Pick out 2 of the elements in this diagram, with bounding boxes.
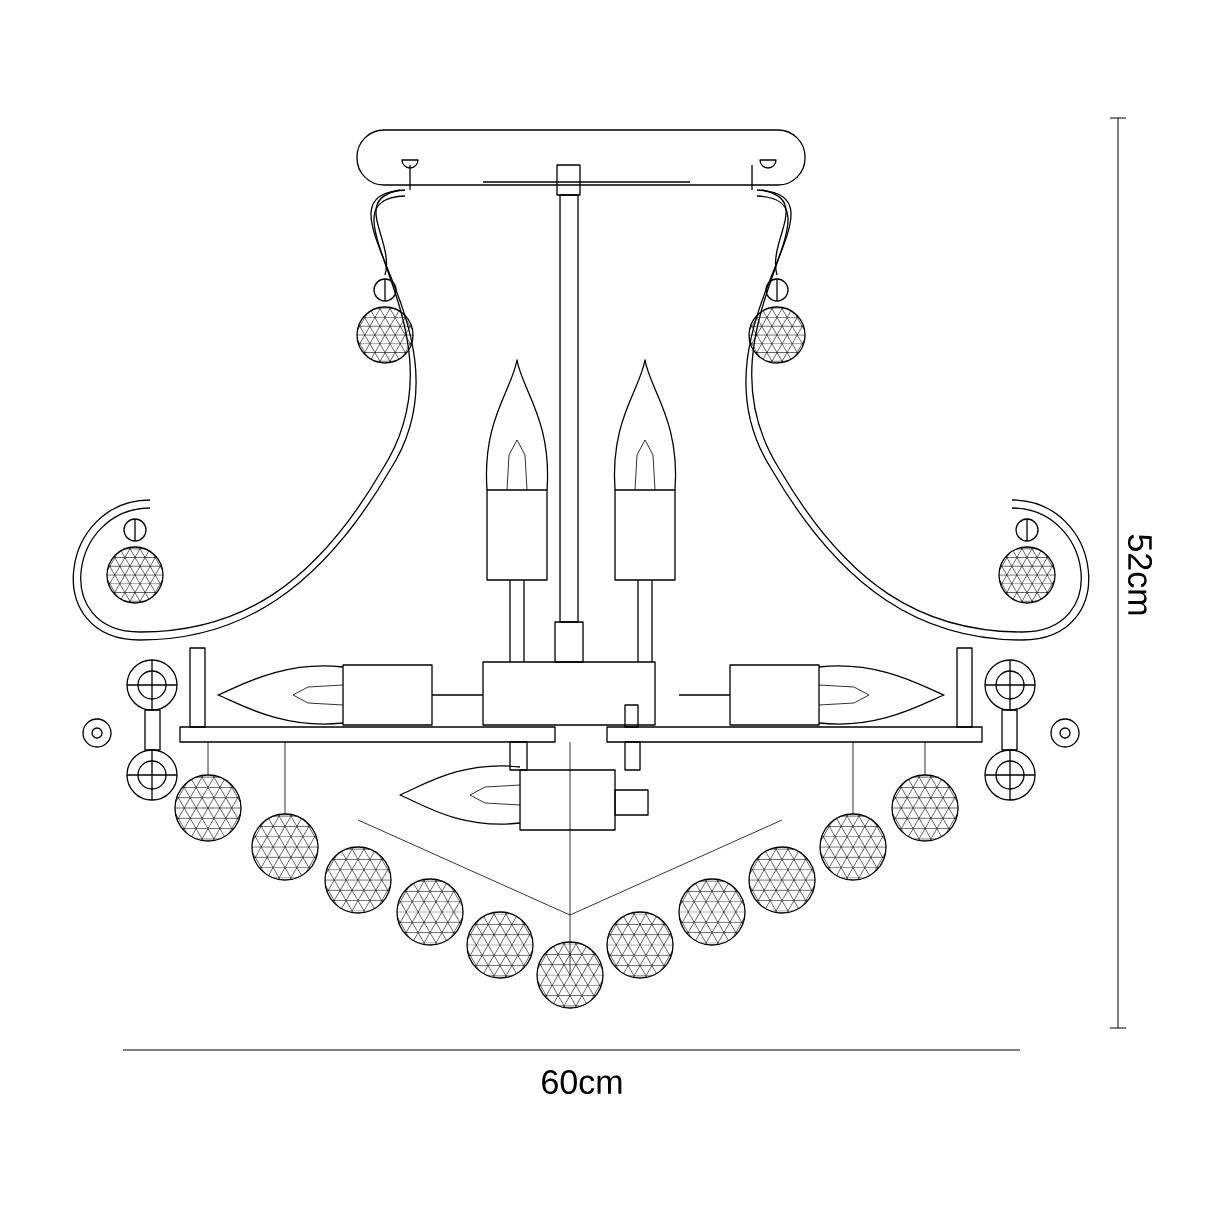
dimension-label: 52cm <box>1128 534 1153 615</box>
dimension-label: 60cm <box>542 1069 622 1095</box>
